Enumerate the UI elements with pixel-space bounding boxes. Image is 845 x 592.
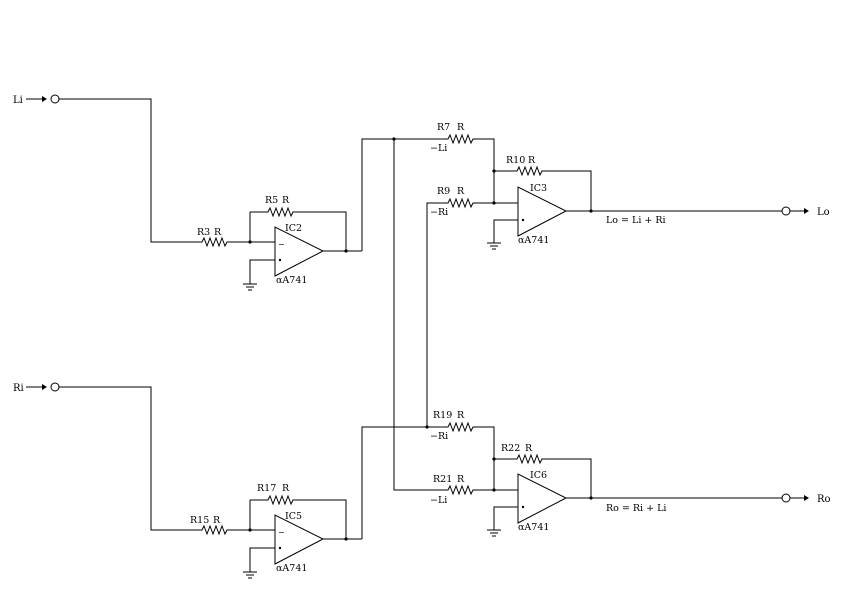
arrow-right-icon xyxy=(42,384,47,390)
opamp-triangle-icon xyxy=(274,514,325,565)
r9-value: R xyxy=(457,186,465,197)
r10-ref: R10 xyxy=(506,155,525,166)
equation-ro: Ro = Ri + Li xyxy=(606,503,666,514)
input-ri: Ri xyxy=(13,382,60,394)
resistor-r15: R15 R xyxy=(190,515,250,536)
r22-value: R xyxy=(525,443,533,454)
resistor-r10: R10 R xyxy=(494,155,592,211)
r17-ref: R17 xyxy=(257,483,276,494)
opamp-ic6: IC6 αA741 xyxy=(517,470,568,533)
r17-value: R xyxy=(282,483,290,494)
svg-text:−: − xyxy=(278,240,285,249)
output-ro-label: Ro xyxy=(817,494,831,505)
arrow-right-icon xyxy=(804,495,809,501)
ic5-ref: IC5 xyxy=(285,511,302,522)
resistor-r7: R7 R −Li xyxy=(428,122,495,203)
r21-value: R xyxy=(457,474,465,485)
opamp-ic5: IC5 αA741 − xyxy=(274,511,325,574)
r3-value: R xyxy=(214,227,222,238)
ground-icon xyxy=(243,571,257,579)
arrow-right-icon xyxy=(42,96,47,102)
input-li-label: Li xyxy=(13,95,23,106)
input-ri-terminal xyxy=(50,382,60,392)
r15-ref: R15 xyxy=(190,515,209,526)
ic2-type: αA741 xyxy=(276,275,307,286)
r21-ref: R21 xyxy=(433,474,452,485)
ic3-ref: IC3 xyxy=(530,183,547,194)
signal-neg-li-1: −Li xyxy=(430,143,447,154)
signal-neg-ri-2: −Ri xyxy=(430,431,448,442)
opamp-ic2: IC2 αA741 − xyxy=(274,223,325,286)
ic6-ref: IC6 xyxy=(530,470,547,481)
r19-value: R xyxy=(457,410,465,421)
output-lo: Lo xyxy=(781,206,830,218)
r10-value: R xyxy=(528,155,536,166)
resistor-r9: R9 R −Ri xyxy=(430,186,518,218)
arrow-right-icon xyxy=(804,208,809,214)
r15-value: R xyxy=(213,515,221,526)
r19-ref: R19 xyxy=(433,410,452,421)
ic2-ref: IC2 xyxy=(285,223,302,234)
signal-neg-li-2: −Li xyxy=(430,495,447,506)
ic3-type: αA741 xyxy=(518,235,549,246)
ic5-type: αA741 xyxy=(276,563,307,574)
output-lo-label: Lo xyxy=(817,207,830,218)
opamp-triangle-icon xyxy=(274,226,325,277)
resistor-r3: R3 R xyxy=(197,227,250,248)
r7-value: R xyxy=(457,122,465,133)
svg-text:−: − xyxy=(278,528,285,537)
r22-ref: R22 xyxy=(501,443,520,454)
r9-ref: R9 xyxy=(437,186,450,197)
ic6-type: αA741 xyxy=(518,522,549,533)
resistor-r22: R22 R xyxy=(494,443,592,498)
input-li: Li xyxy=(13,94,60,106)
resistor-r21: R21 R −Li xyxy=(428,474,518,506)
ground-icon xyxy=(487,242,501,250)
input-li-terminal xyxy=(50,94,60,104)
opamp-triangle-icon xyxy=(517,473,568,524)
opamp-ic3: IC3 αA741 xyxy=(517,183,568,246)
r7-ref: R7 xyxy=(437,122,450,133)
opamp-triangle-icon xyxy=(517,186,568,237)
output-ro-terminal xyxy=(781,493,791,503)
signal-neg-ri-1: −Ri xyxy=(430,207,448,218)
resistor-r5: R5 R xyxy=(250,195,347,251)
output-ro: Ro xyxy=(781,493,831,505)
equation-lo: Lo = Li + Ri xyxy=(606,215,666,226)
r3-ref: R3 xyxy=(197,227,210,238)
r5-ref: R5 xyxy=(265,195,278,206)
r5-value: R xyxy=(282,195,290,206)
ground-icon xyxy=(243,283,257,291)
resistor-r17: R17 R xyxy=(250,483,347,539)
ground-icon xyxy=(487,529,501,537)
input-ri-label: Ri xyxy=(13,383,24,394)
resistor-r19: R19 R −Ri xyxy=(430,410,495,490)
output-lo-terminal xyxy=(781,206,791,216)
